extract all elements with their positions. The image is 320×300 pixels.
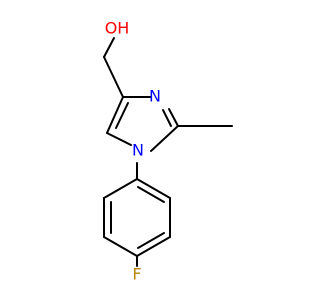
bond-ring-c3-c4 (136, 236, 171, 257)
bond-ch2-c4 (103, 56, 124, 98)
bond-ring-c4-c5 (103, 236, 138, 257)
bond-oh-ch2 (103, 37, 115, 58)
bond-n3-c2-inner (162, 109, 172, 127)
bond-c2-n1 (150, 125, 179, 152)
nitrogen-1-label: N (132, 141, 144, 160)
atom-label-layer: OH N N F (105, 19, 161, 284)
bond-n3-c2 (168, 108, 179, 127)
bond-n1-c5 (106, 132, 132, 146)
fluorine-label: F (132, 265, 141, 284)
nitrogen-3-label: N (149, 87, 161, 106)
bond-layer (103, 37, 233, 267)
bond-c5-c4-inner (115, 102, 129, 129)
bond-ring-c1-c2 (136, 178, 171, 199)
bond-ring-c6-c1 (103, 178, 138, 199)
molecule-structure: OH N N F (103, 19, 233, 284)
bond-c5-c4 (106, 96, 124, 134)
bond-ring-c3-c4-inner (137, 232, 165, 249)
hydroxyl-label: OH (105, 19, 130, 38)
bond-ring-c1-c2-inner (137, 186, 165, 203)
